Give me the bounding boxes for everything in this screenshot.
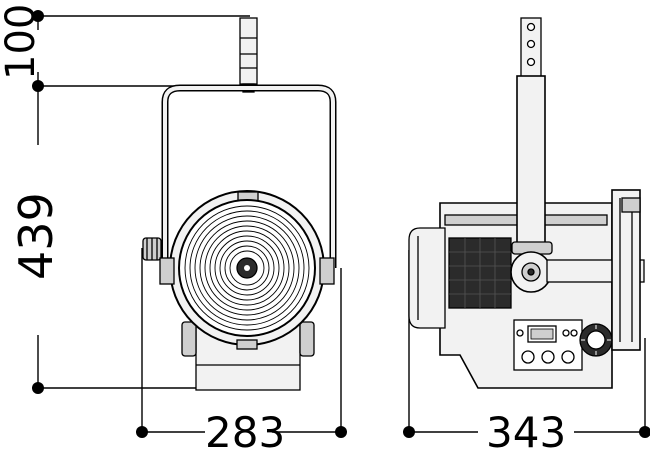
side-yoke-arm <box>516 75 546 249</box>
lens-ring <box>204 225 290 311</box>
dim-dot <box>32 80 44 92</box>
rear-cap <box>408 227 446 329</box>
panel-button <box>561 350 575 364</box>
lens-ring <box>229 250 265 286</box>
front-view <box>142 17 337 391</box>
display-inner <box>530 328 554 340</box>
dim-label-side: 343 <box>486 408 566 451</box>
dim-dot <box>639 426 650 438</box>
lens-ring <box>189 210 305 326</box>
pivot-center <box>527 268 535 276</box>
dimension-dots <box>32 10 650 438</box>
lens-frame <box>611 189 641 351</box>
dim-dot <box>335 426 347 438</box>
lens-ring <box>224 245 270 291</box>
lens-ring <box>214 235 280 301</box>
dim-dot <box>403 426 415 438</box>
side-clamp-right <box>319 257 335 285</box>
lens-ring <box>219 240 275 296</box>
stem-hole <box>526 22 536 32</box>
panel-button <box>521 350 535 364</box>
lens-ring <box>194 215 300 321</box>
base-handle-right <box>299 321 315 357</box>
lens-ring <box>209 230 285 306</box>
lens-ring <box>199 220 295 316</box>
led-icon <box>516 329 524 337</box>
stem-hole <box>526 57 536 67</box>
front-stem <box>239 17 258 85</box>
dim-dot <box>136 426 148 438</box>
lens-center-dot <box>244 265 250 271</box>
led-icon <box>562 329 570 337</box>
grille-lines <box>449 238 511 308</box>
fresnel-rings <box>184 205 310 331</box>
dim-label-stem: 100 <box>0 4 44 80</box>
bottom-latch <box>236 339 258 350</box>
dim-dot <box>32 10 44 22</box>
dim-label-front: 283 <box>205 408 285 451</box>
dim-label-body: 439 <box>9 192 63 280</box>
front-yoke-inner <box>163 86 335 268</box>
dial-ridges <box>581 325 611 355</box>
panel-button <box>541 350 555 364</box>
stem-hole <box>526 39 536 49</box>
dim-dot <box>32 382 44 394</box>
lens-ring <box>184 205 310 331</box>
dial-center <box>586 330 606 350</box>
led-icon <box>570 329 578 337</box>
side-clamp-left <box>159 257 175 285</box>
base-handle-left <box>181 321 197 357</box>
frame-latch <box>621 197 641 213</box>
side-view <box>408 17 645 389</box>
